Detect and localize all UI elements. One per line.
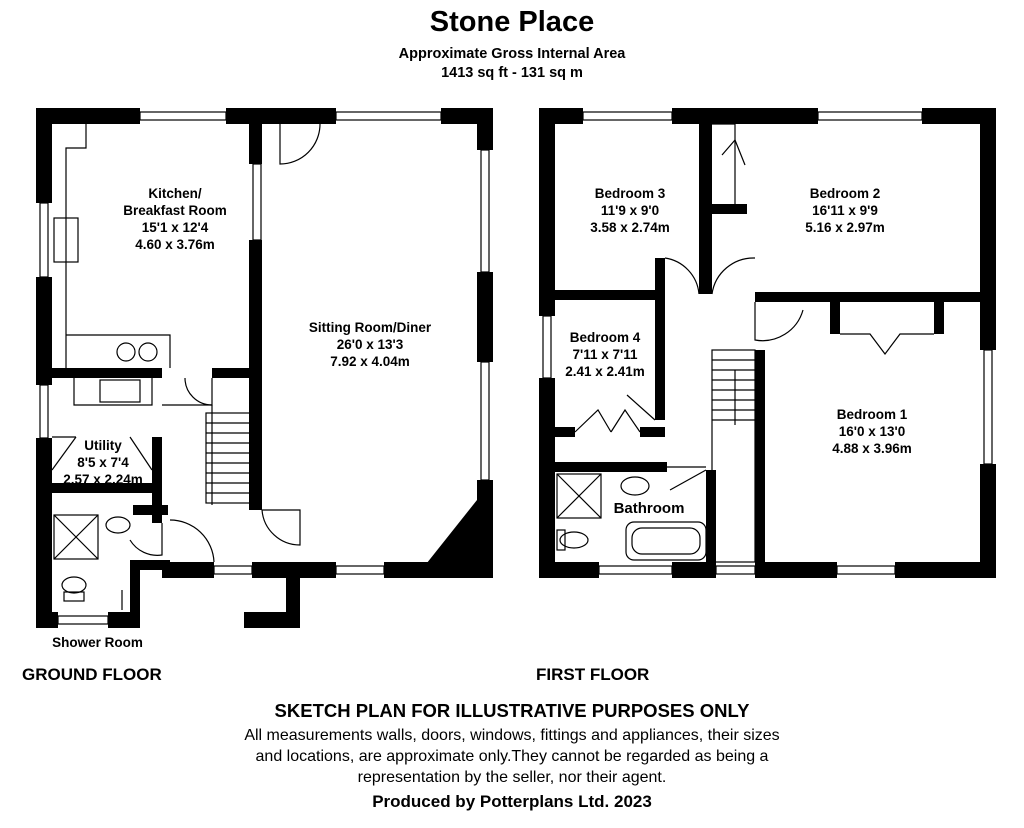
producer-credit: Produced by Potterplans Ltd. 2023: [372, 792, 652, 811]
ground-floor-label: GROUND FLOOR: [22, 665, 162, 684]
room-bedroom-3: Bedroom 3 11'9 x 9'0 3.58 x 2.74m: [560, 185, 700, 236]
room-name: Bedroom 4: [569, 330, 641, 345]
ground-floor-windows: [39, 111, 490, 625]
room-name: Bathroom: [613, 500, 685, 517]
disclaimer-line: All measurements walls, doors, windows, …: [244, 727, 780, 744]
room-name: Bedroom 1: [836, 407, 908, 422]
room-name: Sitting Room/Diner: [308, 320, 432, 335]
room-metric: 4.88 x 3.96m: [832, 441, 912, 456]
room-imperial: 15'1 x 12'4: [141, 220, 209, 235]
room-name: Kitchen/: [148, 186, 202, 201]
room-name: Utility: [84, 438, 122, 453]
room-name: Bedroom 2: [809, 186, 881, 201]
disclaimer-line: representation by the seller, nor their …: [357, 769, 667, 786]
room-bathroom: Bathroom: [603, 500, 695, 517]
room-name: Breakfast Room: [123, 203, 227, 218]
room-metric: 2.57 x 2.24m: [63, 472, 143, 487]
room-bedroom-2: Bedroom 2 16'11 x 9'9 5.16 x 2.97m: [775, 185, 915, 236]
disclaimer: All measurements walls, doors, windows, …: [0, 725, 1024, 788]
room-utility: Utility 8'5 x 7'4 2.57 x 2.24m: [53, 437, 153, 488]
room-imperial: 8'5 x 7'4: [77, 455, 129, 470]
room-imperial: 7'11 x 7'11: [572, 347, 638, 362]
area-label: Approximate Gross Internal Area: [398, 46, 626, 62]
plan-title: Stone Place: [429, 6, 595, 38]
sketch-notice: SKETCH PLAN FOR ILLUSTRATIVE PURPOSES ON…: [274, 700, 750, 721]
room-imperial: 11'9 x 9'0: [600, 203, 660, 218]
room-metric: 4.60 x 3.76m: [135, 237, 215, 252]
room-bedroom-4: Bedroom 4 7'11 x 7'11 2.41 x 2.41m: [555, 329, 655, 380]
disclaimer-line: and locations, are approximate only.They…: [255, 748, 769, 765]
room-shower: Shower Room: [30, 634, 165, 651]
room-imperial: 16'11 x 9'9: [812, 203, 878, 218]
room-imperial: 26'0 x 13'3: [336, 337, 404, 352]
room-metric: 3.58 x 2.74m: [590, 220, 670, 235]
area-value: 1413 sq ft - 131 sq m: [441, 65, 583, 81]
first-floor-fittings: [556, 123, 934, 563]
ground-floor-walls: [36, 108, 493, 628]
room-imperial: 16'0 x 13'0: [838, 424, 906, 439]
room-bedroom-1: Bedroom 1 16'0 x 13'0 4.88 x 3.96m: [802, 406, 942, 457]
room-name: Shower Room: [52, 635, 143, 650]
room-metric: 2.41 x 2.41m: [565, 364, 645, 379]
room-name: Bedroom 3: [594, 186, 666, 201]
room-metric: 7.92 x 4.04m: [330, 354, 410, 369]
room-sitting: Sitting Room/Diner 26'0 x 13'3 7.92 x 4.…: [280, 319, 460, 370]
room-metric: 5.16 x 2.97m: [805, 220, 885, 235]
first-floor-walls: [539, 108, 996, 578]
room-kitchen: Kitchen/ Breakfast Room 15'1 x 12'4 4.60…: [100, 185, 250, 253]
ground-floor-fittings: [51, 123, 321, 610]
floor-plan-drawing: [36, 108, 996, 628]
first-floor-windows: [542, 111, 993, 575]
first-floor-label: FIRST FLOOR: [536, 665, 650, 684]
